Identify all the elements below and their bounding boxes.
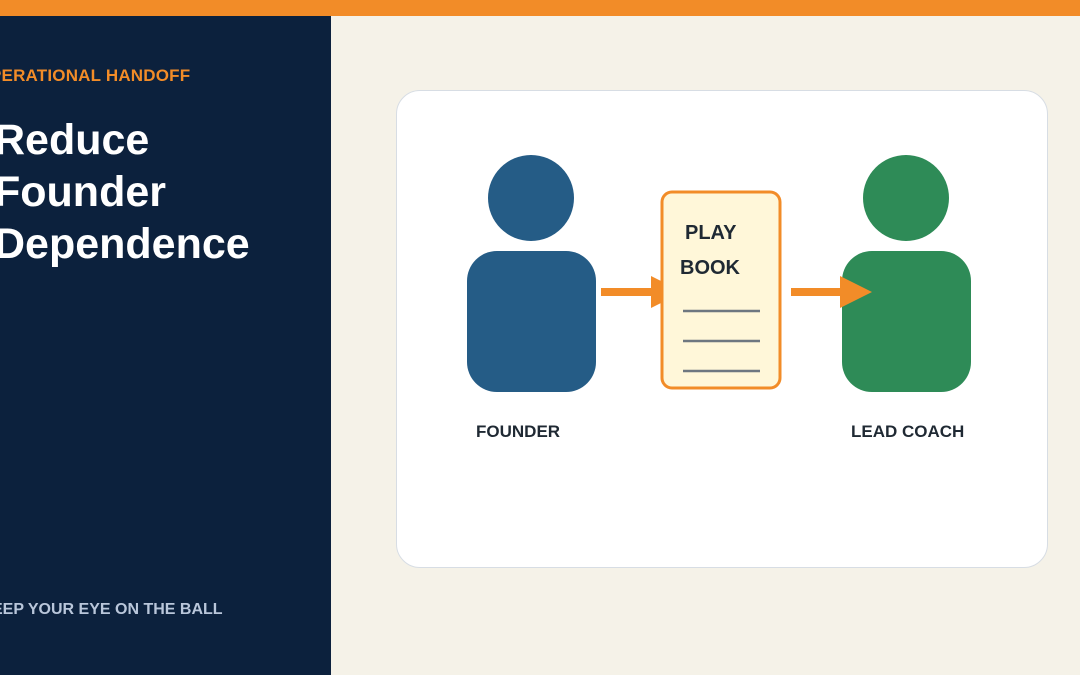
founder-person-icon	[467, 155, 596, 392]
arrow-right-icon	[791, 276, 872, 308]
playbook-label-line-1: PLAY	[685, 222, 737, 244]
slide-title-line-2: Founder	[0, 168, 166, 216]
section-eyebrow: PERATIONAL HANDOFF	[0, 66, 191, 85]
lead-coach-label: LEAD COACH	[851, 422, 964, 441]
playbook-document-icon	[660, 190, 782, 390]
diagram-card: PLAY BOOK FOUNDER LEAD COACH	[396, 90, 1048, 568]
slide-title-line-1: Reduce	[0, 116, 150, 164]
playbook-label-line-2: BOOK	[680, 257, 741, 279]
lead-coach-person-icon	[842, 155, 971, 392]
founder-label: FOUNDER	[476, 422, 560, 441]
top-accent-bar	[0, 0, 1080, 16]
sidebar-panel: PERATIONAL HANDOFF Reduce Founder Depend…	[0, 16, 331, 675]
slide-title-line-3: Dependence	[0, 220, 250, 268]
slide-title: Reduce Founder Dependence	[0, 114, 250, 270]
handoff-diagram: PLAY BOOK FOUNDER LEAD COACH	[467, 155, 971, 441]
footer-tagline: EEP YOUR EYE ON THE BALL	[0, 601, 223, 618]
